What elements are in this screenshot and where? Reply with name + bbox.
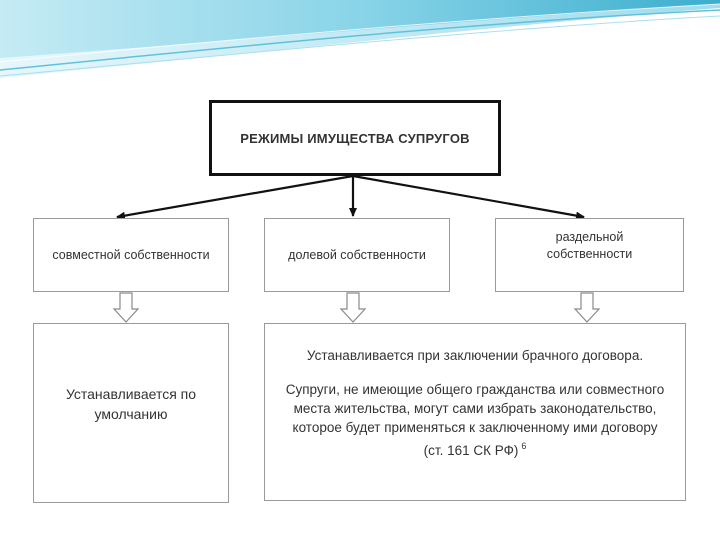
category-label: долевой собственности — [288, 247, 426, 262]
category-label: раздельной собственности — [546, 230, 633, 261]
contract-regime-detail: Супруги, не имеющие общего гражданства и… — [285, 382, 665, 435]
slide-header-decoration — [0, 0, 720, 78]
contract-regime-box: Устанавливается при заключении брачного … — [264, 323, 686, 501]
diagram-title-text: РЕЖИМЫ ИМУЩЕСТВА СУПРУГОВ — [240, 130, 470, 146]
contract-regime-citation: (ст. 161 СК РФ)6 — [423, 441, 527, 458]
down-arrow-icon — [339, 292, 367, 323]
contract-regime-intro: Устанавливается при заключении брачного … — [306, 348, 644, 363]
category-separate-ownership: раздельной собственности — [495, 218, 684, 292]
arrow-to-joint — [116, 174, 354, 220]
category-label: совместной собственности — [52, 247, 210, 262]
down-arrow-icon — [573, 292, 601, 323]
down-arrow-icon — [112, 292, 140, 323]
default-regime-text: Устанавливается по умолчанию — [65, 386, 197, 422]
arrow-to-separate — [352, 174, 585, 220]
category-joint-ownership: совместной собственности — [33, 218, 229, 292]
diagram-title: РЕЖИМЫ ИМУЩЕСТВА СУПРУГОВ — [209, 100, 501, 176]
hollow-down-arrows — [112, 292, 601, 323]
branch-arrows — [116, 174, 585, 220]
default-regime-box: Устанавливается по умолчанию — [33, 323, 229, 503]
footnote-marker: 6 — [521, 441, 527, 451]
category-shared-ownership: долевой собственности — [264, 218, 450, 292]
